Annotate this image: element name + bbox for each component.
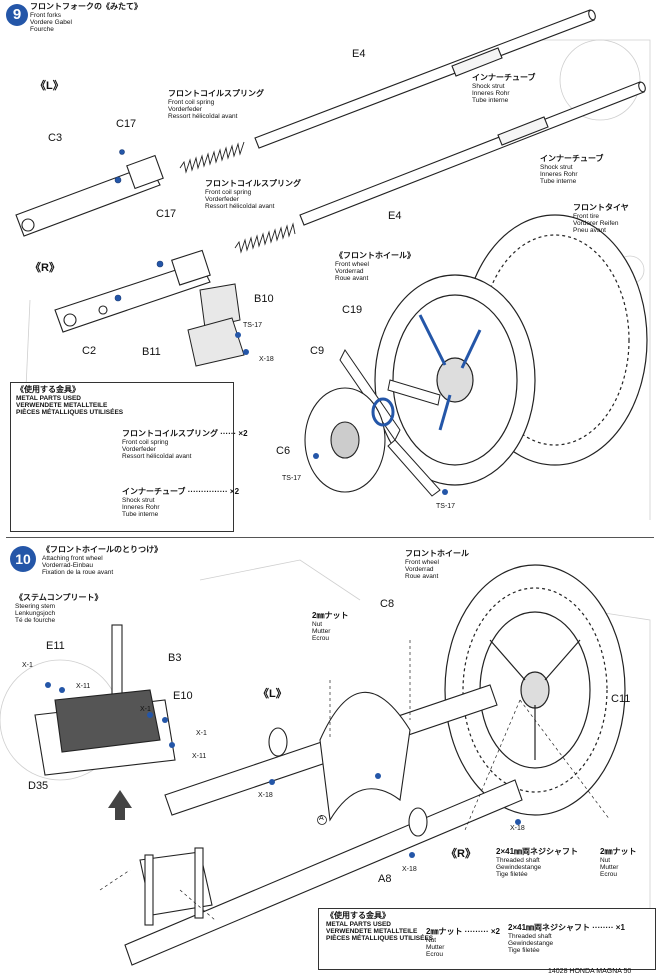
- nut-label: 2㎜ナット Nut Mutter Ecrou: [312, 611, 349, 643]
- front-wheel-label: フロントホイール Front wheel Vorderrad Roue avan…: [405, 549, 469, 581]
- part-c9: C9: [310, 345, 325, 357]
- side-right-label: 《R》: [446, 848, 476, 860]
- step-10-title: 《フロントホイールのとりつけ》 Attaching front wheel Vo…: [42, 545, 163, 577]
- part-c11: C11: [611, 693, 631, 705]
- metal-parts-box: [10, 382, 234, 532]
- part-x11: X-11: [192, 753, 207, 760]
- part-d35: D35: [28, 780, 49, 792]
- part-x18: X-18: [259, 356, 274, 363]
- metal-parts-box: [318, 908, 656, 970]
- part-c6: C6: [276, 445, 291, 457]
- part-c3: C3: [48, 132, 63, 144]
- part-ts17: TS-17: [243, 322, 263, 329]
- part-c17: C17: [116, 118, 137, 130]
- part-x18: X-18: [258, 792, 273, 799]
- inner-tube-label-2: インナーチューブ Shock strut Inneres Rohr Tube i…: [540, 154, 604, 186]
- part-x18: X-18: [402, 866, 417, 873]
- part-x1: X-1: [196, 730, 207, 737]
- step-divider: [6, 537, 654, 538]
- steering-stem-label: 《ステムコンプリート》 Steering stem Lenkungsjoch T…: [15, 593, 103, 625]
- part-e4: E4: [352, 48, 366, 60]
- page-footer: 14028 HONDA MAGNA 50: [548, 968, 632, 975]
- side-left-label: 《L》: [258, 688, 287, 700]
- part-c19: C19: [342, 304, 363, 316]
- metal-parts-tube: インナーチューブ ··············· ×2 Shock strut …: [122, 487, 240, 519]
- part-ts17: TS-17: [282, 475, 302, 482]
- part-e10: E10: [173, 690, 193, 702]
- part-c2: C2: [82, 345, 97, 357]
- front-tire-label: フロントタイヤ Front tire Vorderer Reifen Pneu …: [573, 203, 629, 235]
- part-b11: B11: [142, 346, 161, 358]
- part-c17: C17: [156, 208, 177, 220]
- part-b10: B10: [254, 293, 274, 305]
- metal-parts-spring: フロントコイルスプリング ······ ×2 Front coil spring…: [122, 429, 248, 461]
- part-c8: C8: [380, 598, 395, 610]
- nut-label-2: 2㎜ナット Nut Mutter Ecrou: [600, 847, 637, 879]
- step-10-badge: 10: [10, 546, 36, 572]
- side-left-label: 《L》: [35, 80, 64, 92]
- part-ts17: TS-17: [436, 503, 456, 510]
- part-e11: E11: [46, 640, 65, 652]
- metal-parts-shaft: 2×41㎜両ネジシャフト ········ ×1 Threaded shaft …: [508, 923, 625, 955]
- inner-tube-label: インナーチューブ Shock strut Inneres Rohr Tube i…: [472, 73, 536, 105]
- part-e4: E4: [388, 210, 402, 222]
- front-wheel-label: 《フロントホイール》 Front wheel Vorderrad Roue av…: [335, 251, 415, 283]
- front-coil-spring-label: フロントコイルスプリング Front coil spring Vorderfed…: [168, 89, 264, 121]
- part-x1: X-1: [22, 662, 33, 669]
- part-b3: B3: [168, 652, 182, 664]
- side-right-label: 《R》: [30, 262, 60, 274]
- part-a8: A8: [378, 873, 392, 885]
- metal-parts-nut: 2㎜ナット ········· ×2 Nut Mutter Ecrou: [426, 927, 500, 959]
- assembly-mark-a: A: [319, 815, 324, 822]
- part-x18: X-18: [510, 825, 525, 832]
- part-x11: X-11: [76, 683, 91, 690]
- metal-parts-header: 《使用する金具》 METAL PARTS USED VERWENDETE MET…: [16, 385, 124, 417]
- step-9-title: フロントフォークの《みたて》 Front forks Vordere Gabel…: [30, 2, 142, 34]
- part-x1: X-1: [140, 706, 151, 713]
- metal-parts-header: 《使用する金具》 METAL PARTS USED VERWENDETE MET…: [326, 911, 434, 943]
- step-9-badge: 9: [6, 4, 28, 26]
- front-coil-spring-label-2: フロントコイルスプリング Front coil spring Vorderfed…: [205, 179, 301, 211]
- threaded-shaft-label: 2×41㎜両ネジシャフト Threaded shaft Gewindestang…: [496, 847, 579, 879]
